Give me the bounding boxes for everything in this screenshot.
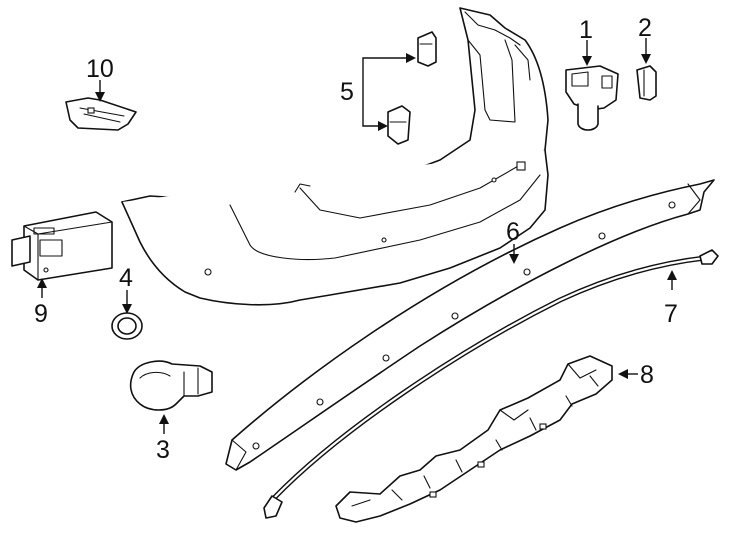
callout-7: 7 bbox=[664, 300, 678, 328]
callout-10: 10 bbox=[86, 55, 114, 83]
callout-4-arrow bbox=[122, 304, 132, 314]
control-module-9[interactable] bbox=[11, 211, 113, 281]
callout-5: 5 bbox=[340, 78, 354, 106]
callout-9: 9 bbox=[34, 300, 48, 328]
callout-1: 1 bbox=[579, 16, 593, 44]
callout-8: 8 bbox=[640, 361, 654, 389]
parking-sensor-3[interactable] bbox=[129, 360, 213, 411]
strip-6[interactable] bbox=[225, 179, 715, 471]
clip-5-upper[interactable] bbox=[417, 31, 437, 67]
callout-7-arrow bbox=[667, 270, 677, 280]
bumper-cover[interactable] bbox=[121, 7, 549, 306]
callout-9-arrow bbox=[37, 278, 47, 288]
sensor-bezel-2[interactable] bbox=[636, 65, 657, 101]
callout-6-arrow bbox=[509, 254, 519, 264]
callout-3-arrow bbox=[159, 414, 169, 424]
callout-2-arrow bbox=[641, 54, 651, 64]
wire-harness-7[interactable] bbox=[263, 249, 719, 519]
callout-8-arrow bbox=[618, 369, 628, 379]
callout-5-arrow-lower bbox=[378, 121, 388, 131]
callout-6: 6 bbox=[506, 218, 520, 246]
bracket-10[interactable] bbox=[65, 97, 137, 131]
grommet-4[interactable] bbox=[111, 312, 143, 340]
callout-4: 4 bbox=[119, 264, 133, 292]
callout-1-arrow bbox=[582, 56, 592, 66]
callout-10-arrow bbox=[95, 92, 105, 102]
bracket-8[interactable] bbox=[335, 355, 613, 523]
callout-3: 3 bbox=[156, 436, 170, 464]
parking-sensor-1[interactable] bbox=[565, 65, 619, 131]
callout-5-arrow-upper bbox=[406, 53, 416, 63]
callout-5-leader bbox=[362, 57, 408, 127]
clip-5-lower[interactable] bbox=[387, 105, 411, 145]
callout-2: 2 bbox=[638, 14, 652, 42]
